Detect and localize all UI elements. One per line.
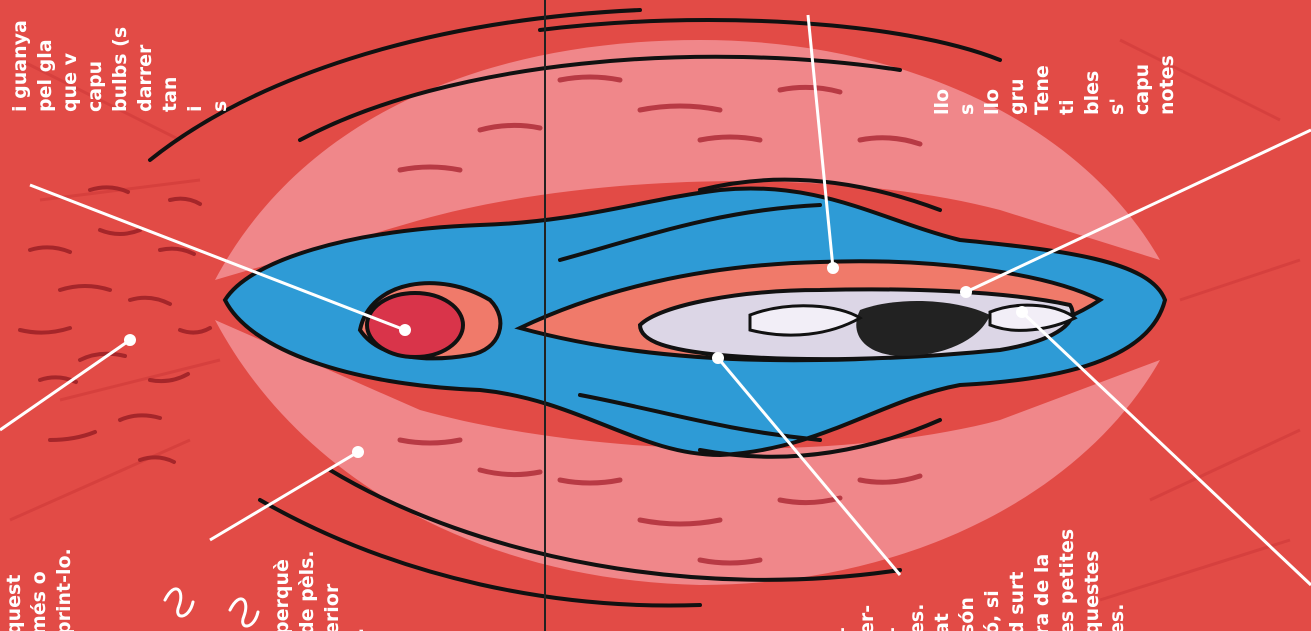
clitoris-glans xyxy=(367,293,463,357)
text-line: d surt xyxy=(1005,529,1030,631)
text-line: i xyxy=(183,20,208,112)
text-block-bottom-mid: perquède pèls.erior. xyxy=(270,550,370,631)
text-line: ra de la xyxy=(1030,529,1055,631)
text-block-top-left: i guanyapel glaque vcapubulbs (sdarrerta… xyxy=(8,20,233,112)
dot-pubic-hair xyxy=(124,334,136,346)
text-line: s xyxy=(208,20,233,112)
dot-vestibule xyxy=(712,352,724,364)
dot-vaginal-opening xyxy=(1016,306,1028,318)
text-line: que v xyxy=(58,20,83,112)
text-line: pel gla xyxy=(33,20,58,112)
text-line: bulbs (s xyxy=(108,20,133,112)
text-line: es petites xyxy=(1055,529,1080,631)
text-line: són xyxy=(955,529,980,631)
text-line: es. xyxy=(1105,529,1130,631)
dot-outer-lips xyxy=(352,446,364,458)
text-line: més o xyxy=(27,548,52,631)
text-line: llo xyxy=(930,55,955,115)
text-line: tan xyxy=(158,20,183,112)
text-line: bles xyxy=(1080,55,1105,115)
text-block-bottom-left: questmés oprint-lo. xyxy=(2,548,77,631)
dot-urethra xyxy=(960,286,972,298)
text-block-bottom-center: -er--es.atsónó, sid surtra de laes petit… xyxy=(830,529,1130,631)
text-line: notes xyxy=(1155,55,1180,115)
text-line: perquè xyxy=(270,550,295,631)
text-line: er- xyxy=(855,529,880,631)
text-line: ó, si xyxy=(980,529,1005,631)
text-line: darrer xyxy=(133,20,158,112)
text-line: quest xyxy=(2,548,27,631)
text-line: de pèls. xyxy=(295,550,320,631)
text-line: capu xyxy=(83,20,108,112)
text-block-top-right: llosllogruTenetibless'capunotes xyxy=(930,55,1180,115)
text-line: questes xyxy=(1080,529,1105,631)
text-line: . xyxy=(345,550,370,631)
text-line: print-lo. xyxy=(52,548,77,631)
text-line: Tene xyxy=(1030,55,1055,115)
text-line: s' xyxy=(1105,55,1130,115)
text-line: es. xyxy=(905,529,930,631)
text-line: s xyxy=(955,55,980,115)
text-line: gru xyxy=(1005,55,1030,115)
text-line: at xyxy=(930,529,955,631)
text-line: - xyxy=(830,529,855,631)
text-line: capu xyxy=(1130,55,1155,115)
dot-clitoris xyxy=(399,324,411,336)
text-line: ti xyxy=(1055,55,1080,115)
text-line: - xyxy=(880,529,905,631)
text-line: erior xyxy=(320,550,345,631)
dot-inner-lips xyxy=(827,262,839,274)
text-line: i guanya xyxy=(8,20,33,112)
text-line: llo xyxy=(980,55,1005,115)
